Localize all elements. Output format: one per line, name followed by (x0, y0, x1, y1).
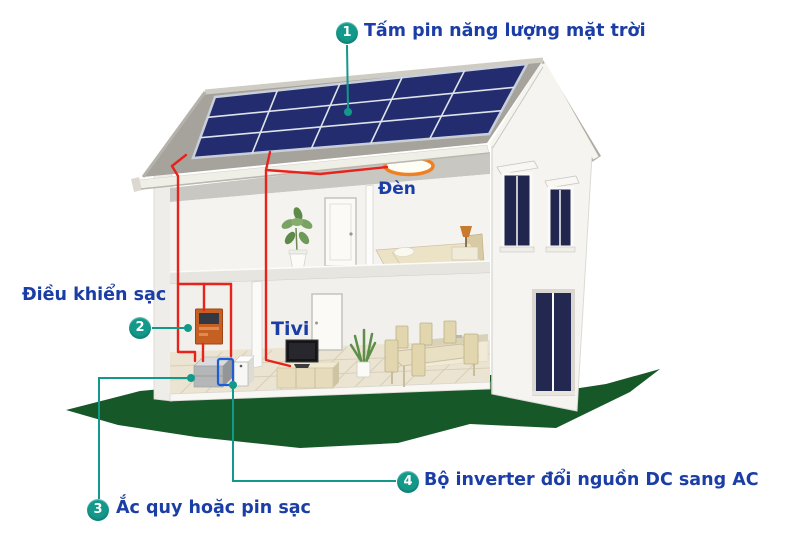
callout-line-3 (98, 377, 191, 499)
gable-window-lower (532, 289, 575, 396)
callout-4-badge: 4 (397, 471, 419, 493)
house-base (169, 381, 491, 402)
tv-label: Tivi (271, 318, 310, 340)
wire-to-light (264, 150, 389, 176)
callout-dot-2 (184, 324, 192, 332)
gable-window-upper-left (496, 160, 539, 253)
battery (193, 356, 233, 388)
solar-panel (191, 62, 530, 160)
tv-cabinet (276, 361, 340, 389)
callout-2-badge: 2 (129, 317, 151, 339)
charge-controller (195, 308, 223, 345)
callout-2-label: Điều khiển sạc (22, 285, 167, 305)
gable-window-upper-right (544, 175, 580, 253)
wire-panel-to-controller (170, 153, 197, 363)
light-label: Đèn (378, 179, 416, 199)
callout-line-4 (232, 388, 396, 482)
callout-dot-4 (229, 381, 237, 389)
wiring (170, 150, 389, 368)
upper-door (324, 197, 357, 267)
bedside-lamp (451, 226, 479, 261)
inverter (216, 355, 255, 387)
tv (285, 339, 319, 368)
callout-3-label: Ắc quy hoặc pin sạc (116, 498, 311, 518)
callout-dot-3 (187, 374, 195, 382)
callout-dot-1 (344, 108, 352, 116)
solar-panel-grid (200, 70, 515, 154)
wire-to-tv (264, 168, 292, 368)
callout-line-1 (346, 44, 349, 111)
callout-1-label: Tấm pin năng lượng mặt trời (364, 21, 646, 41)
callout-4-label: Bộ inverter đổi nguồn DC sang AC (424, 470, 759, 490)
callout-3-badge: 3 (87, 499, 109, 521)
upper-divider-wall (365, 184, 374, 267)
callout-lines (98, 44, 396, 499)
dining-set (384, 320, 480, 387)
callout-1-badge: 1 (336, 22, 358, 44)
ground-divider-wall (251, 280, 263, 369)
inverter-blue-frame (216, 357, 235, 387)
living-room-plant (349, 328, 377, 378)
